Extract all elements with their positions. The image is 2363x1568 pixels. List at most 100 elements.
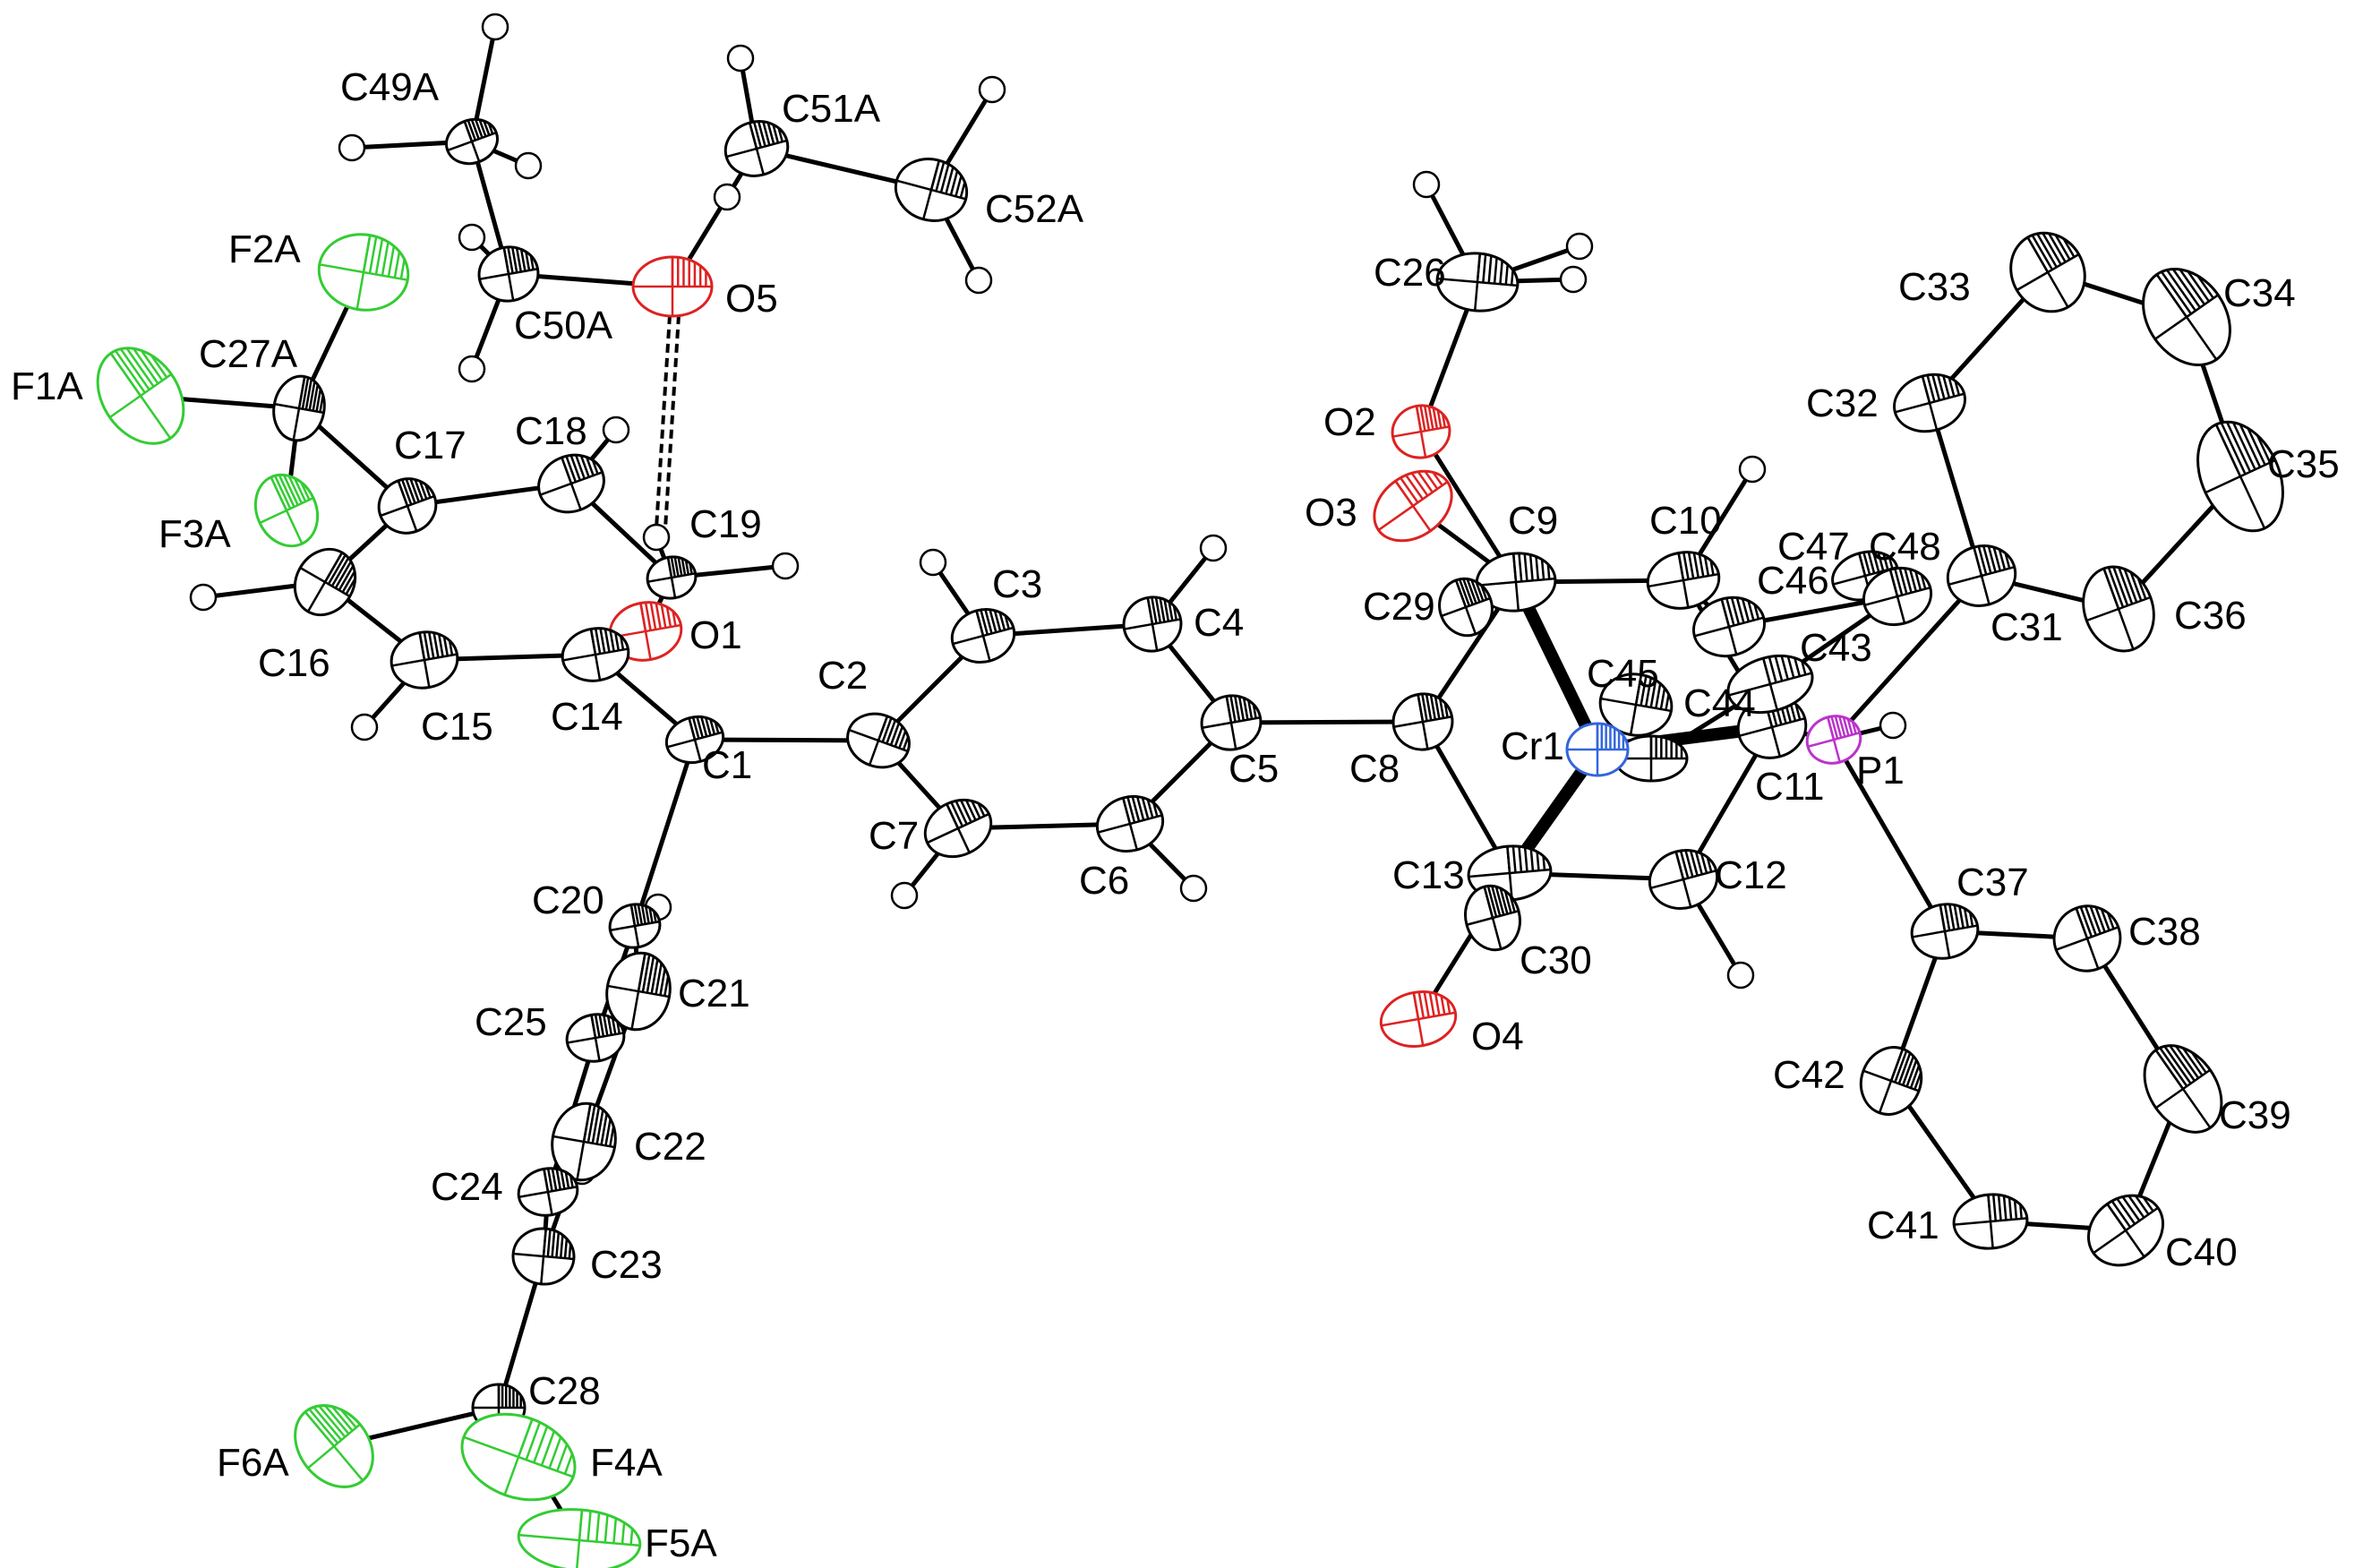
atom-label: C52A xyxy=(985,187,1084,231)
atom-f3a xyxy=(253,473,320,548)
atom-c5 xyxy=(1200,694,1263,751)
atom-label: C6 xyxy=(1079,859,1129,903)
atom-c24 xyxy=(517,1167,579,1217)
atom-c1 xyxy=(664,715,725,765)
atom-label: C14 xyxy=(551,695,623,739)
atom-c2 xyxy=(846,712,911,769)
hydrogen-atom xyxy=(1738,455,1767,484)
atom-label: C12 xyxy=(1715,853,1787,897)
atom-c31 xyxy=(1946,544,2017,607)
atom-c8 xyxy=(1391,692,1454,751)
hydrogen-atom xyxy=(458,223,486,252)
atom-o5 xyxy=(631,255,714,318)
atom-label: C29 xyxy=(1363,585,1435,629)
atom-c48 xyxy=(1862,566,1933,627)
atom-label: C46 xyxy=(1757,559,1829,603)
bond-P1-C31 xyxy=(1832,574,1983,741)
bond-Cr1-C9 xyxy=(1510,578,1604,753)
hydrogen-atom xyxy=(978,75,1006,104)
atom-label: C13 xyxy=(1392,853,1465,897)
atom-label: C32 xyxy=(1806,381,1879,425)
atom-c46 xyxy=(1691,595,1767,658)
atom-c17 xyxy=(377,477,438,535)
hydrogen-atom xyxy=(1565,232,1594,261)
atom-label: C21 xyxy=(678,972,750,1015)
atom-f4a xyxy=(460,1412,577,1502)
atom-label: C26 xyxy=(1374,251,1446,295)
atom-c6 xyxy=(1095,794,1165,853)
atom-label: C47 xyxy=(1777,525,1850,569)
hydrogen-atom xyxy=(771,552,800,580)
atom-c26 xyxy=(1435,252,1520,313)
atom-label: C42 xyxy=(1773,1053,1845,1097)
hydrogen-atom xyxy=(713,183,741,211)
hydrogen-bond-layer xyxy=(655,314,681,529)
atom-label: C24 xyxy=(431,1165,503,1209)
atom-label: C15 xyxy=(421,705,493,749)
atom-label: O5 xyxy=(725,277,778,321)
atom-c42 xyxy=(1859,1046,1923,1116)
atom-c40 xyxy=(2086,1194,2165,1267)
atom-label: C22 xyxy=(634,1125,706,1169)
atom-label: C33 xyxy=(1898,265,1971,309)
atom-label: C36 xyxy=(2174,594,2247,638)
bond-C5-C8 xyxy=(1230,719,1424,725)
bond-C1-C20 xyxy=(632,739,698,927)
atom-c49a xyxy=(445,117,499,166)
hydrogen-atom xyxy=(964,266,993,295)
hydrogen-atom xyxy=(481,13,509,41)
atom-label: C17 xyxy=(394,424,467,467)
atom-ellipsoid-layer xyxy=(96,117,2284,1568)
hydrogen-atom xyxy=(189,583,218,612)
hydrogen-atom-layer xyxy=(189,13,1907,1186)
atom-label: C1 xyxy=(702,743,752,787)
atom-c23 xyxy=(511,1227,576,1286)
atom-label: O4 xyxy=(1471,1015,1524,1058)
atom-c51a xyxy=(723,120,790,177)
atom-c22 xyxy=(551,1101,617,1182)
atom-label: C38 xyxy=(2128,910,2201,954)
atom-label: C49A xyxy=(340,65,440,109)
atom-c36 xyxy=(2082,565,2155,653)
atom-c33 xyxy=(2009,231,2086,313)
atom-label: C43 xyxy=(1800,626,1872,670)
atom-c45 xyxy=(1598,673,1674,737)
atom-label: P1 xyxy=(1856,749,1905,793)
atom-label: C34 xyxy=(2223,271,2296,315)
atom-label: C7 xyxy=(869,814,919,858)
atom-c7 xyxy=(923,798,993,859)
hydrogen-atom xyxy=(726,44,755,73)
atom-label: C23 xyxy=(590,1243,663,1287)
atom-c14 xyxy=(561,627,630,682)
atom-label: C2 xyxy=(818,654,868,698)
atom-label: C37 xyxy=(1956,861,2029,904)
atom-p1 xyxy=(1805,715,1862,765)
atom-label: C41 xyxy=(1867,1204,1939,1247)
atom-c12 xyxy=(1648,849,1719,910)
hydrogen-bond-O5-H19-line2 xyxy=(664,314,681,529)
atom-o3 xyxy=(1373,469,1453,543)
atom-c50a xyxy=(477,245,540,303)
atom-label: F2A xyxy=(228,227,301,271)
atom-c21 xyxy=(605,951,672,1032)
atom-label: C19 xyxy=(689,502,762,546)
atom-label: O3 xyxy=(1305,491,1357,535)
atom-label: C50A xyxy=(514,304,613,347)
atom-c43 xyxy=(1726,654,1814,715)
atom-o4 xyxy=(1379,990,1458,1048)
hydrogen-atom xyxy=(338,133,366,162)
atom-f1a xyxy=(96,347,185,445)
bond-P1-C37 xyxy=(1831,738,1948,933)
atom-c39 xyxy=(2143,1044,2223,1134)
atom-c19 xyxy=(646,555,698,600)
hydrogen-atom xyxy=(919,548,947,577)
atom-label: C10 xyxy=(1649,499,1722,543)
atom-label: C3 xyxy=(992,562,1042,606)
atom-label: F6A xyxy=(217,1441,289,1485)
atom-label: C20 xyxy=(532,878,604,922)
atom-label: C45 xyxy=(1587,652,1659,696)
hydrogen-atom xyxy=(1879,711,1907,740)
atom-label: C40 xyxy=(2165,1230,2238,1274)
atom-label: C51A xyxy=(782,87,881,131)
atom-label: C9 xyxy=(1508,499,1558,543)
